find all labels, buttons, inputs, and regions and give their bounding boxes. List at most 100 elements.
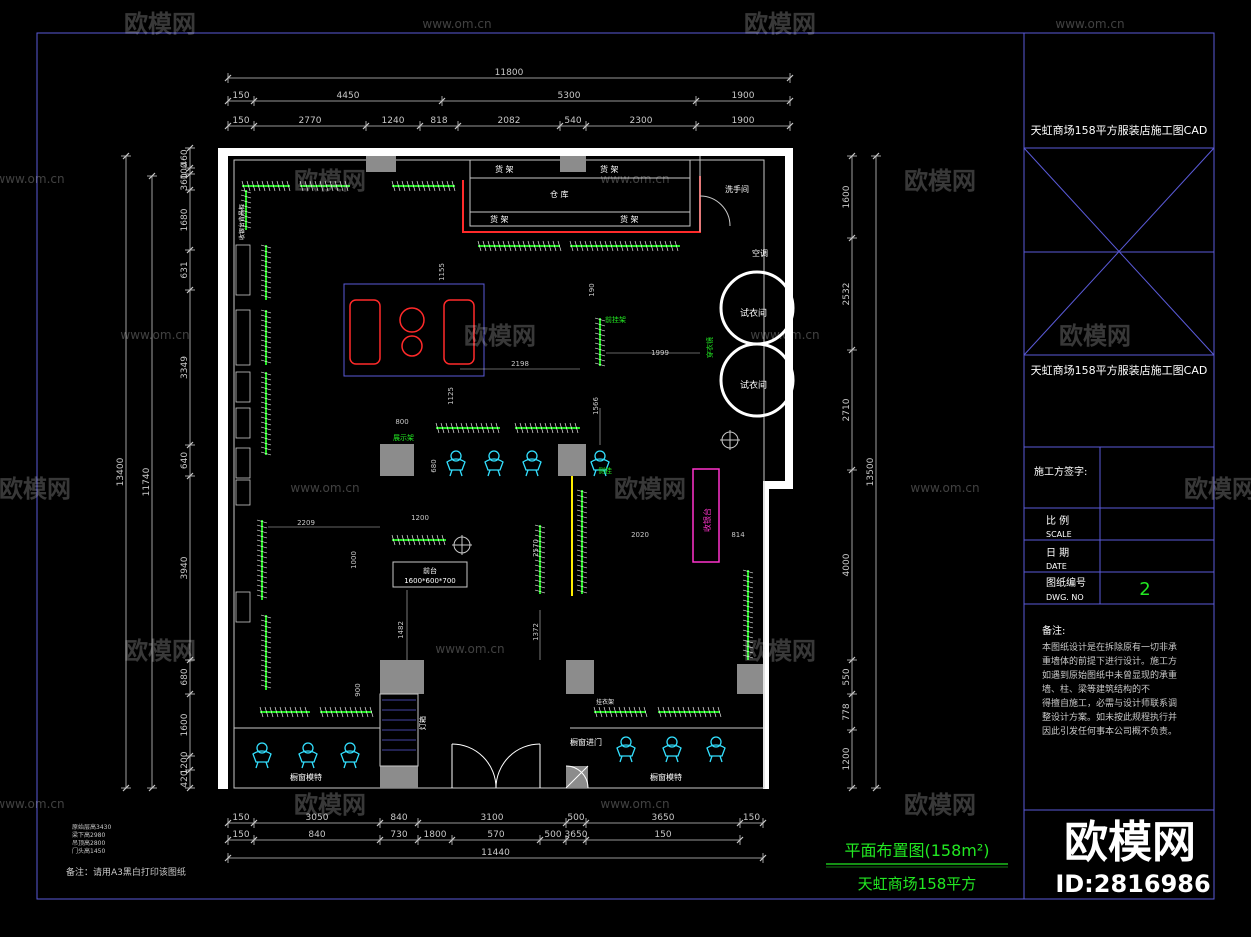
room-fitting-2: 试衣间 — [740, 379, 767, 391]
title-block-scale-cn: 比 例 — [1046, 514, 1069, 527]
dimension-label: 4000 — [842, 553, 852, 576]
dimension-label: 150 — [232, 116, 249, 126]
dimension-label: 1200 — [180, 751, 190, 774]
front-desk-size: 1600*600*700 — [404, 577, 456, 585]
mannequin-icon — [298, 742, 318, 769]
watermark-url: www.om.cn — [910, 481, 979, 495]
sofa-area — [343, 283, 485, 377]
notes-line: 重墙体的前提下进行设计。施工方 — [1042, 655, 1177, 667]
rack-horizontal — [435, 422, 500, 434]
internal-dimension: 800 — [395, 418, 408, 426]
dimension-label: 13500 — [866, 457, 876, 486]
rack-box — [235, 371, 251, 403]
dimension-label: 460 — [180, 149, 190, 166]
pillar — [560, 156, 586, 172]
internal-dimension: 2570 — [532, 539, 540, 557]
dimension-label: 3100 — [481, 813, 504, 823]
internal-dimension: 1482 — [397, 621, 405, 639]
mannequin-icon — [446, 450, 466, 477]
watermark-url: www.om.cn — [422, 17, 491, 31]
plant-icons — [452, 430, 740, 555]
notes-line: 因此引发任何事本公司概不负责。 — [1042, 725, 1177, 737]
dimension-label: 11800 — [495, 68, 524, 78]
pillar — [380, 660, 424, 694]
internal-dimension: 1155 — [438, 263, 446, 281]
watermark-url: www.om.cn — [435, 642, 504, 656]
room-front-rack: 前挂架 — [605, 315, 626, 324]
dimension-label: 1200 — [842, 747, 852, 770]
dimension-label: 5300 — [558, 91, 581, 101]
dimension-label: 100 — [180, 162, 190, 179]
mannequin-icon — [706, 736, 726, 763]
internal-dimension: 1200 — [411, 514, 429, 522]
rack-vertical — [260, 371, 272, 456]
brand-id: ID:2816986 — [1055, 870, 1210, 898]
dimension-label: 1800 — [424, 830, 447, 840]
pillar — [380, 444, 414, 476]
rack-box — [235, 309, 251, 366]
mannequin-icon — [616, 736, 636, 763]
rack-box — [235, 479, 251, 506]
dimension-label: 13400 — [116, 457, 126, 486]
internal-dimension: 2198 — [511, 360, 529, 368]
watermark-url: www.om.cn — [0, 172, 65, 186]
mannequin-icon — [252, 742, 272, 769]
rack-vertical — [594, 317, 606, 367]
fitting-rooms — [719, 270, 795, 418]
rack-vertical — [534, 524, 546, 594]
title-block-date-cn: 日 期 — [1046, 547, 1069, 559]
rack-vertical — [260, 244, 272, 300]
rack-vertical — [576, 489, 588, 594]
watermark-logo: 欧模网 — [294, 167, 366, 195]
dimension-label: 1600 — [180, 713, 190, 736]
rack-horizontal — [391, 534, 446, 546]
notes-line: 整设计方案。如未按此规程执行并 — [1042, 711, 1177, 723]
dimension-label: 360 — [180, 173, 190, 190]
front-desk — [392, 561, 468, 588]
watermark-url: www.om.cn — [600, 797, 669, 811]
dimension-label: 2300 — [630, 116, 653, 126]
watermark-logo: 欧模网 — [744, 10, 816, 38]
rack-horizontal — [319, 706, 374, 718]
title-block-sign: 施工方签字: — [1034, 465, 1087, 478]
notes-line: 墙、柱、梁等建筑结构的不 — [1042, 683, 1150, 695]
dimension-label: 2082 — [498, 116, 521, 126]
front-desk-label: 前台 — [423, 566, 437, 575]
watermark-logo: 欧模网 — [614, 475, 686, 503]
dimension-label: 680 — [180, 668, 190, 685]
legend-line: 吊顶高2800 — [72, 839, 105, 847]
drawing-frame — [36, 32, 1215, 900]
notes-line: 如遇到原始图纸中未曾显现的承重 — [1042, 669, 1177, 681]
room-washroom: 洗手间 — [725, 184, 749, 194]
watermarks: 欧模网欧模网欧模网欧模网欧模网欧模网欧模网欧模网欧模网欧模网欧模网欧模网欧模网w… — [0, 10, 1251, 819]
legend-line: 原始层高3430 — [72, 823, 111, 831]
dimension-label: 3650 — [565, 830, 588, 840]
watermark-logo: 欧模网 — [744, 637, 816, 665]
room-shelf-1: 货 架 — [495, 164, 514, 174]
dimension-label: 150 — [654, 830, 671, 840]
window-door — [565, 765, 589, 789]
pillar — [558, 444, 586, 476]
rack-box — [235, 591, 251, 623]
rack-horizontal — [477, 240, 562, 252]
dimension-label: 2770 — [299, 116, 322, 126]
dimension-label: 631 — [180, 261, 190, 278]
dimension-label: 570 — [487, 830, 504, 840]
watermark-url: www.om.cn — [600, 172, 669, 186]
legend-line: 梁下高2980 — [72, 831, 105, 839]
mannequin-icon — [484, 450, 504, 477]
pillar — [566, 660, 594, 694]
room-window-left: 橱窗模特 — [290, 772, 322, 782]
pillars — [366, 156, 763, 788]
title-block-project-2: 天虹商场158平方服装店施工图CAD — [1031, 363, 1208, 377]
rack-vertical — [240, 189, 252, 230]
internal-dim-lines — [268, 352, 700, 660]
internal-dimension: 1000 — [350, 551, 358, 569]
title-block-project-1: 天虹商场158平方服装店施工图CAD — [1031, 123, 1208, 137]
dimension-label: 150 — [743, 813, 760, 823]
dimension-label: 150 — [232, 813, 249, 823]
room-warehouse: 仓 库 — [550, 189, 569, 199]
title-block-notes-title: 备注: — [1042, 624, 1065, 637]
